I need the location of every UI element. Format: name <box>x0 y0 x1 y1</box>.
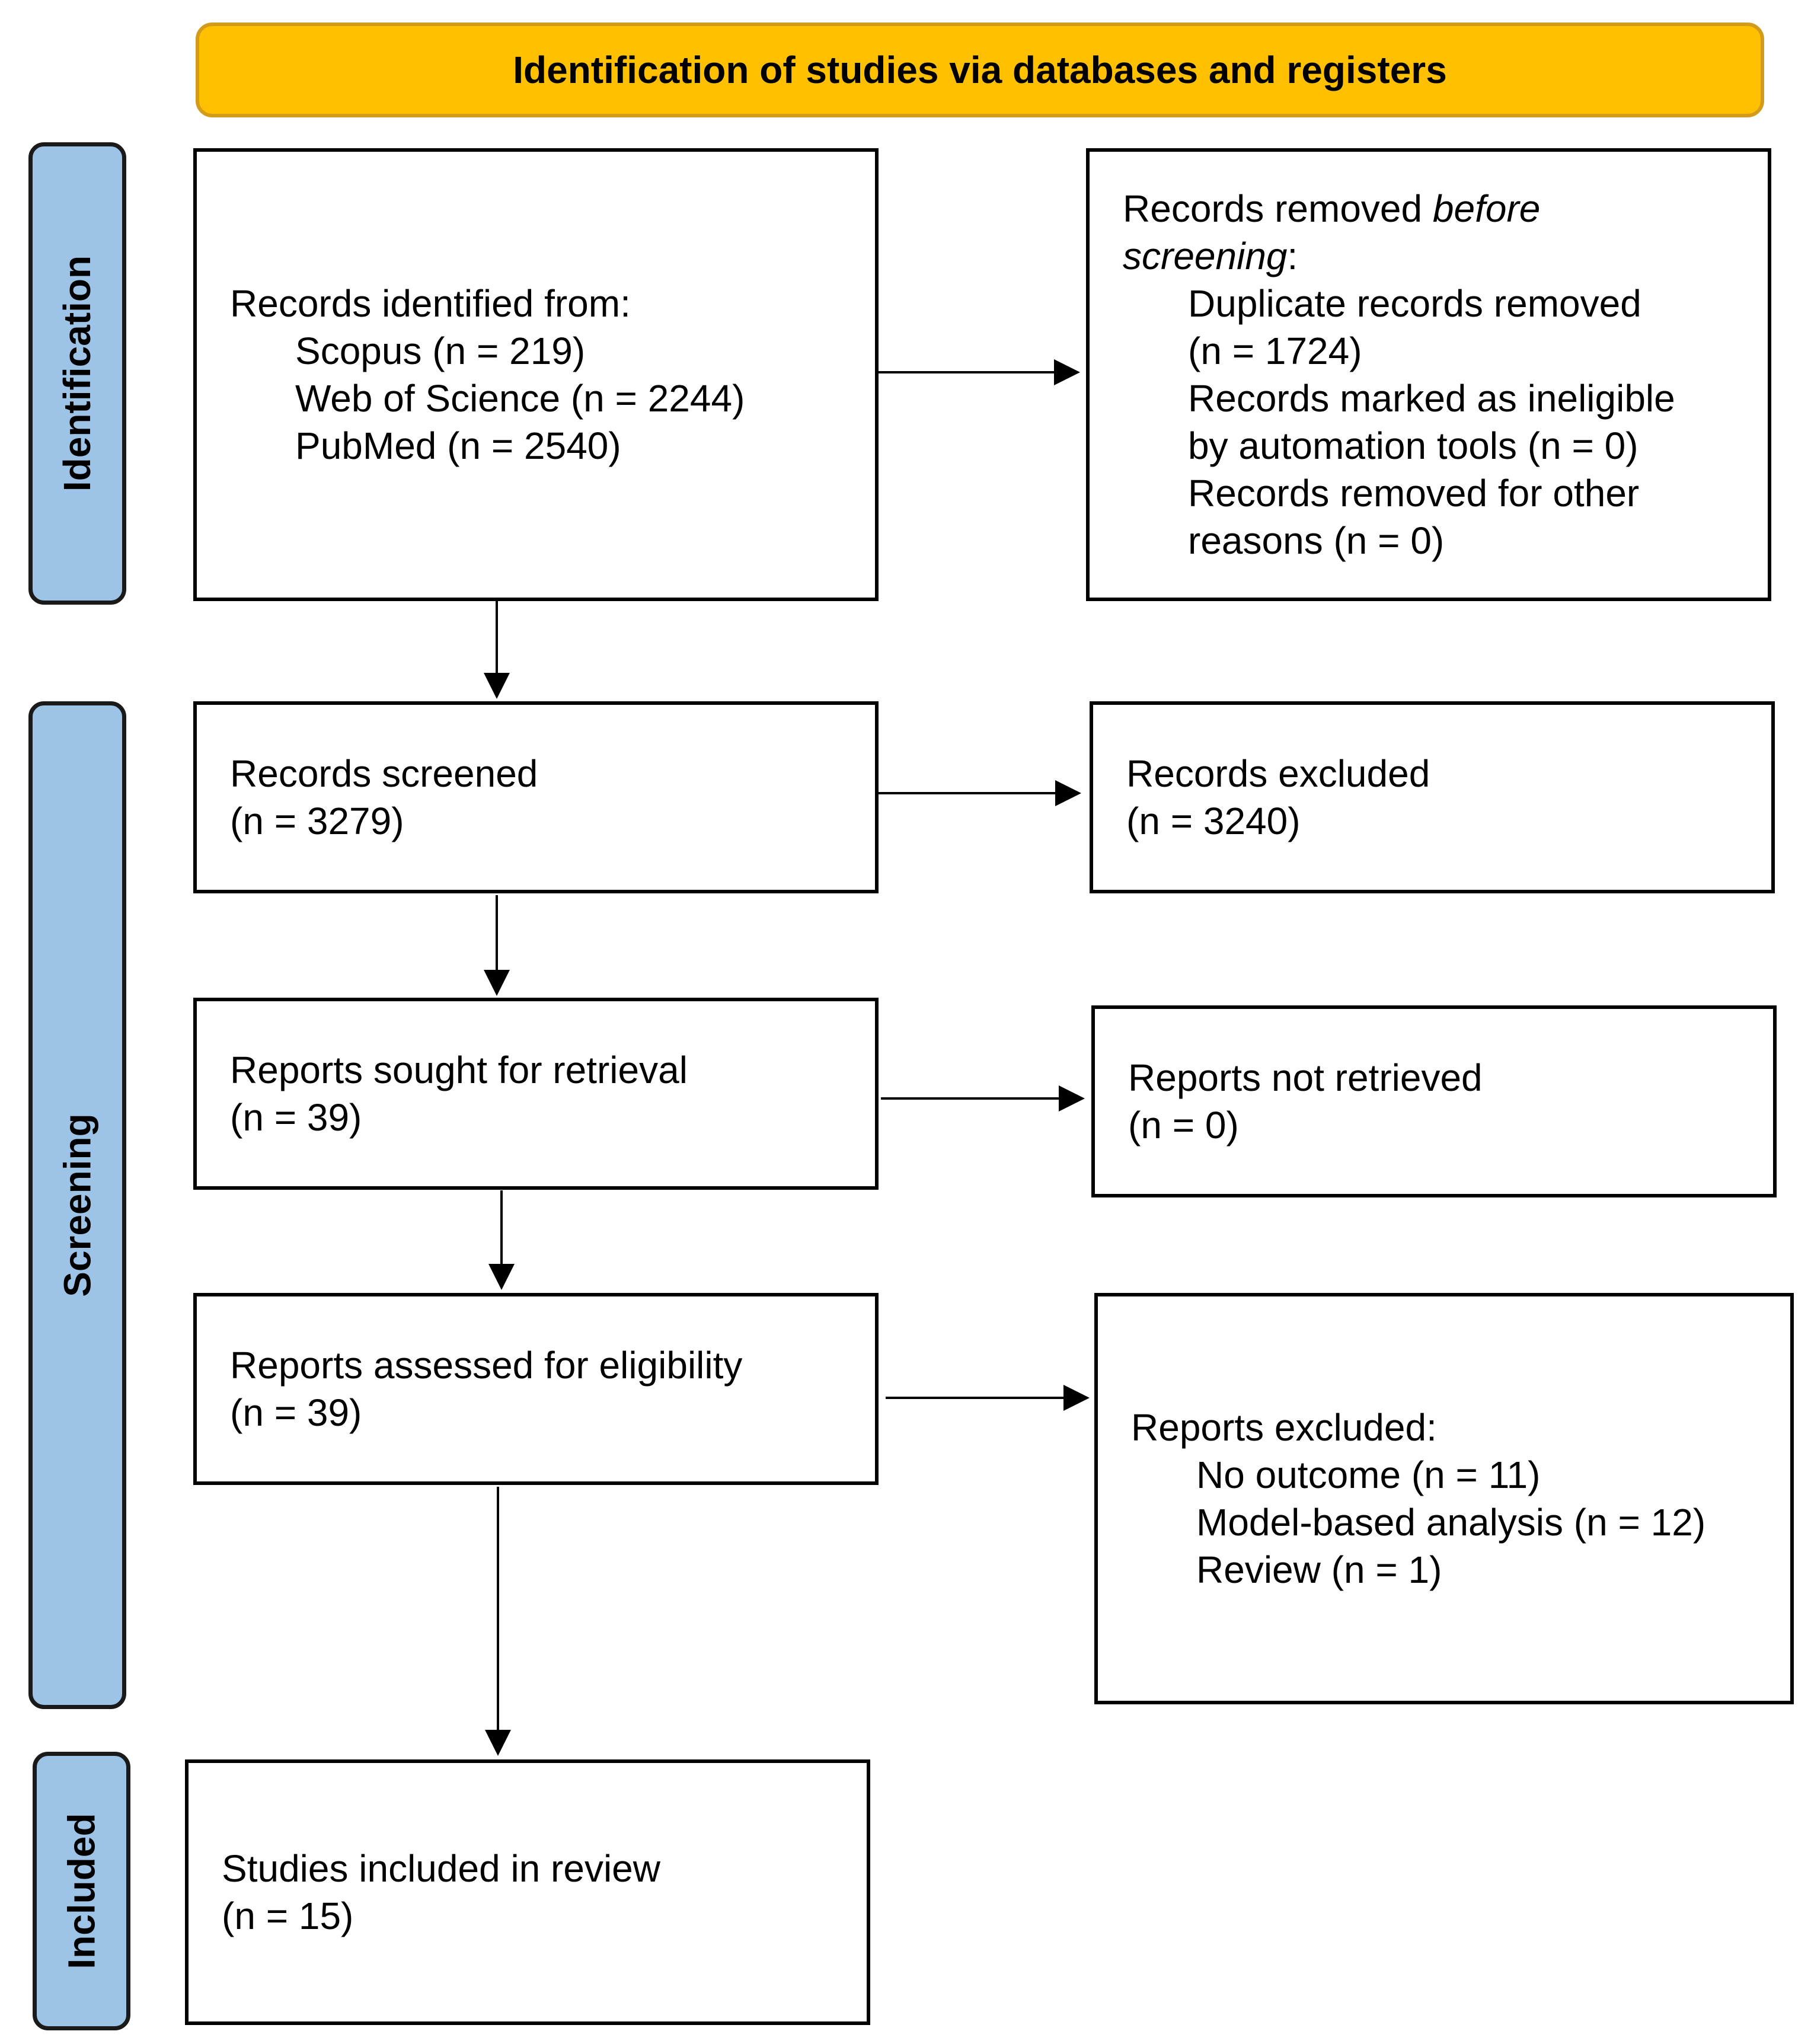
header-banner: Identification of studies via databases … <box>196 23 1764 117</box>
reports-excluded-item: Review (n = 1) <box>1196 1548 1442 1591</box>
studies-included-count: (n = 15) <box>222 1895 354 1937</box>
reports-excluded-title: Reports excluded: <box>1131 1406 1437 1449</box>
reports-not-retrieved-box: Reports not retrieved (n = 0) <box>1091 1005 1777 1197</box>
arrowhead <box>1054 359 1080 385</box>
studies-included-label: Studies included in review <box>222 1847 660 1890</box>
records-removed-item: by automation tools (n = 0) <box>1188 424 1638 467</box>
records-removed-title-suffix: : <box>1287 235 1298 277</box>
reports-not-retrieved-label: Reports not retrieved <box>1128 1056 1483 1099</box>
records-excluded-count: (n = 3240) <box>1126 800 1301 842</box>
records-screened-label: Records screened <box>230 752 538 795</box>
records-removed-title-cont: screening: <box>1123 232 1768 280</box>
records-removed-item: reasons (n = 0) <box>1188 519 1445 562</box>
arrowhead <box>485 1730 511 1756</box>
reports-sought-box: Reports sought for retrieval (n = 39) <box>193 998 879 1190</box>
records-removed-title-prefix: Records removed <box>1123 187 1433 230</box>
phase-identification: Identification <box>28 142 126 605</box>
records-screened-count: (n = 3279) <box>230 800 404 842</box>
arrowhead <box>1063 1385 1090 1411</box>
records-identified-item: Scopus (n = 219) <box>295 330 586 372</box>
reports-excluded-box: Reports excluded: No outcome (n = 11) Mo… <box>1094 1293 1794 1704</box>
records-screened-box: Records screened (n = 3279) <box>193 701 879 893</box>
reports-assessed-label: Reports assessed for eligibility <box>230 1344 743 1387</box>
reports-excluded-item: Model-based analysis (n = 12) <box>1196 1501 1706 1544</box>
records-removed-title-italic: before <box>1432 187 1541 230</box>
reports-sought-label: Reports sought for retrieval <box>230 1049 688 1091</box>
records-excluded-label: Records excluded <box>1126 752 1430 795</box>
arrowhead <box>488 1264 515 1290</box>
records-identified-title: Records identified from: <box>230 282 631 325</box>
arrowhead <box>484 970 510 996</box>
records-removed-item: Records marked as ineligible <box>1188 377 1675 420</box>
records-removed-box: Records removed before screening: Duplic… <box>1086 148 1771 601</box>
reports-not-retrieved-count: (n = 0) <box>1128 1104 1239 1146</box>
reports-sought-count: (n = 39) <box>230 1096 362 1139</box>
header-title: Identification of studies via databases … <box>513 49 1447 91</box>
studies-included-box: Studies included in review (n = 15) <box>185 1759 870 2025</box>
records-removed-title: Records removed before <box>1123 185 1768 232</box>
records-excluded-box: Records excluded (n = 3240) <box>1090 701 1775 893</box>
records-removed-item: Duplicate records removed <box>1188 282 1641 325</box>
phase-screening: Screening <box>28 701 126 1709</box>
arrowhead <box>1059 1085 1085 1112</box>
arrowhead <box>1055 780 1081 806</box>
records-identified-item: PubMed (n = 2540) <box>295 424 621 467</box>
records-identified-box: Records identified from: Scopus (n = 219… <box>193 148 879 601</box>
phase-included: Included <box>33 1752 130 2030</box>
reports-excluded-item: No outcome (n = 11) <box>1196 1454 1541 1496</box>
records-removed-item: (n = 1724) <box>1188 330 1362 372</box>
reports-assessed-count: (n = 39) <box>230 1391 362 1434</box>
reports-assessed-box: Reports assessed for eligibility (n = 39… <box>193 1293 879 1485</box>
records-identified-item: Web of Science (n = 2244) <box>295 377 745 420</box>
arrowhead <box>484 673 510 699</box>
records-removed-item: Records removed for other <box>1188 472 1640 515</box>
records-removed-title-italic-2: screening <box>1123 235 1288 277</box>
